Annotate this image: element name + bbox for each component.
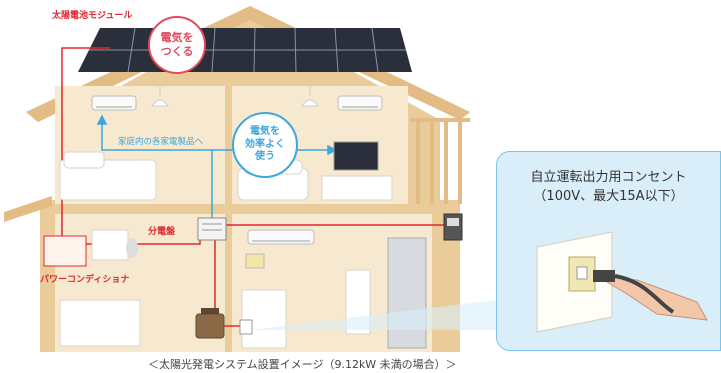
label-to-appliances: 家庭内の各家電製品へ [118,137,204,147]
balcony-left [4,196,52,222]
bubble-make-line1: 電気を [160,31,194,45]
callout-title-line2: （100V、最大15A以下） [533,189,684,204]
bubble-generate-power: 電気をつくる [148,16,206,74]
ceiling-lamp-left [151,86,169,107]
callout-title-line1: 自立運転出力用コンセント [530,170,687,185]
bubble-use-line2: 効率よく [245,138,285,150]
television [321,141,393,201]
power-meter [443,213,463,241]
solar-panels [78,27,412,73]
bubble-use-line1: 電気を [250,126,280,138]
figure-caption: ＜太陽光発電システム設置イメージ（9.12kW 未満の場合）＞ [148,358,457,371]
air-conditioner-upper-left [91,95,137,111]
bathroom-fixtures [59,229,141,347]
label-solar-module: 太陽電池モジュール [52,11,133,21]
outlet-plug-illustration [536,231,708,333]
label-power-conditioner: パワーコンディショナ [40,275,130,285]
bubble-use-efficiently: 電気を効率よく使う [232,112,298,178]
callout-title: 自立運転出力用コンセント （100V、最大15A以下） [0,168,721,206]
outlet-callout-panel [496,151,721,351]
ceiling-lamp-right [301,86,319,107]
distribution-board [197,217,227,241]
balcony-railing [410,118,470,204]
portable-battery [195,308,225,339]
label-distribution-board: 分電盤 [148,227,176,237]
power-conditioner [43,235,87,267]
bubble-make-line2: つくる [160,45,194,58]
house-outlet [239,319,253,335]
air-conditioner-lower [247,229,315,245]
air-conditioner-upper-right [337,95,383,111]
blue-wiring [96,114,338,218]
bubble-use-line3: 使う [255,151,275,163]
bed [59,151,157,201]
callout-pointer [250,300,496,330]
